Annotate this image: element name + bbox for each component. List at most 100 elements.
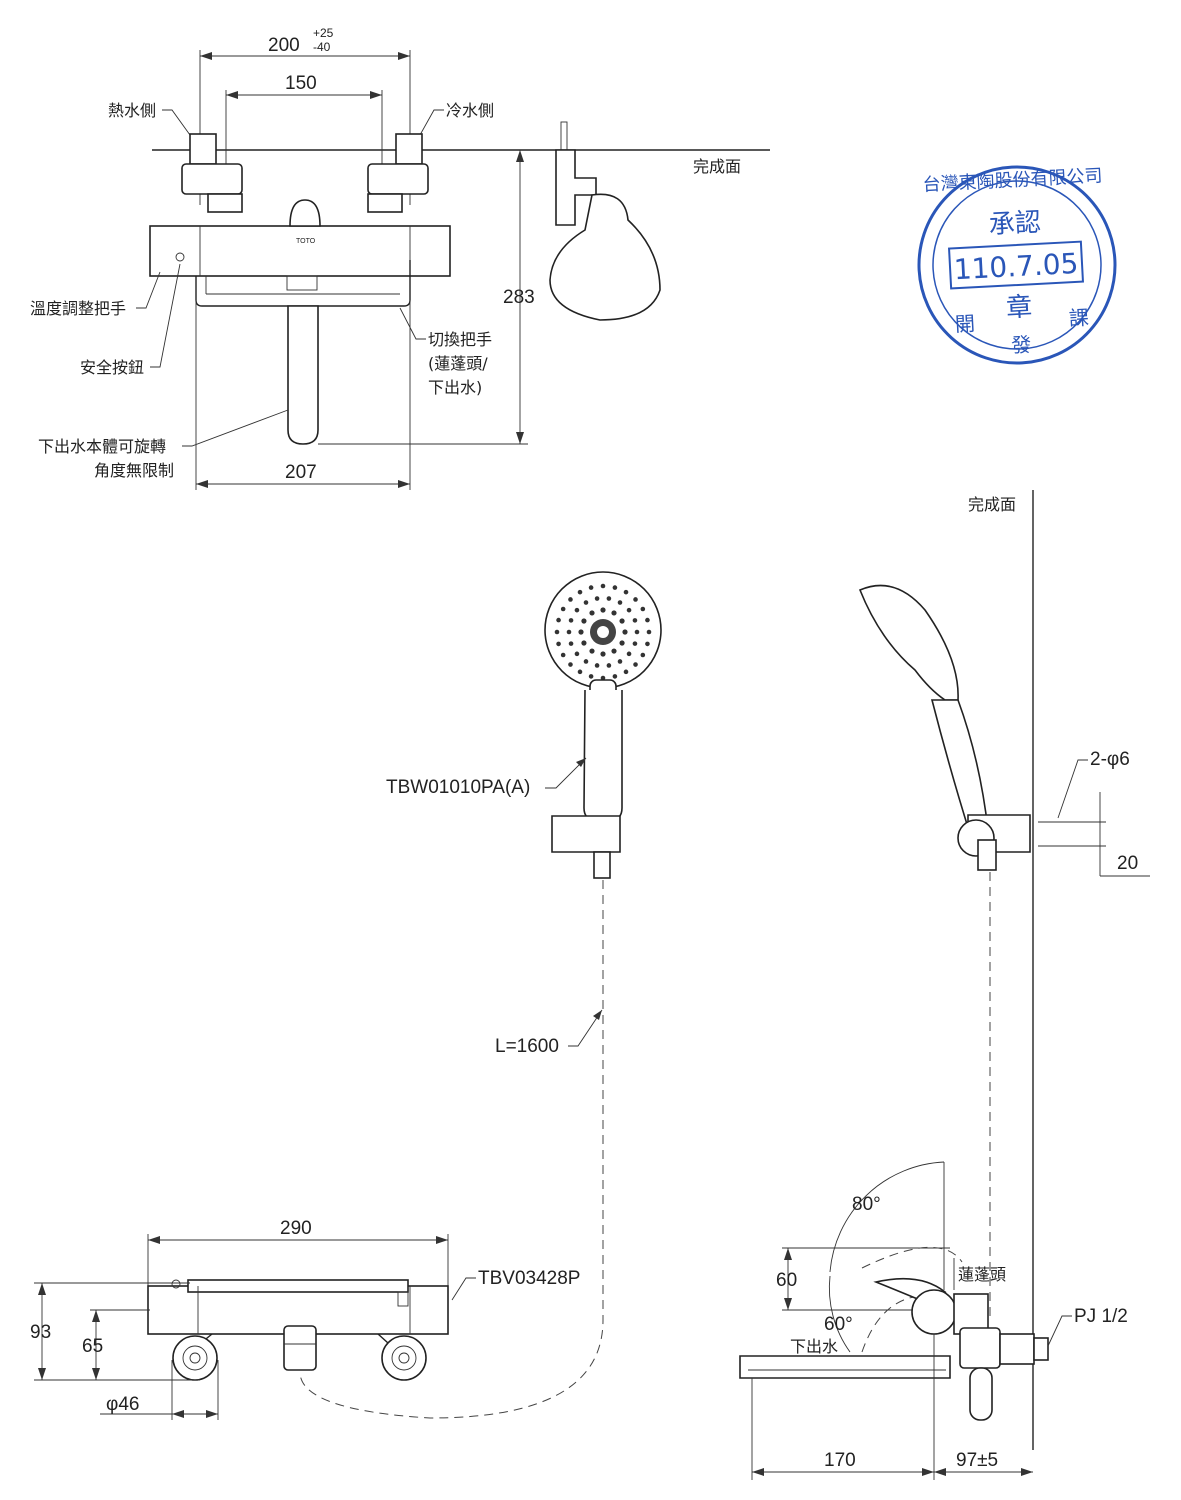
leader-line [1047, 1315, 1072, 1347]
hose-length: L=1600 [495, 1036, 559, 1057]
pipe-thread [1033, 1337, 1049, 1361]
nozzle-dot [568, 618, 574, 623]
shower-handle-side [930, 699, 989, 835]
nozzle-dot [556, 617, 561, 623]
nozzle-dot [645, 617, 650, 623]
nozzle-dot [600, 607, 606, 613]
nozzle-dot [560, 606, 566, 612]
dim-length: 290 [280, 1218, 312, 1239]
handshower-model: TBW01010PA(A) [386, 777, 530, 798]
nozzle-dot [583, 600, 589, 605]
safety-button-icon [175, 252, 185, 262]
dim-spout: 170 [824, 1450, 856, 1471]
nozzle-dot [622, 629, 628, 635]
lever-down-ghost [861, 1295, 921, 1353]
cold-connector [367, 193, 403, 213]
stamp-date-box [947, 240, 1085, 290]
angle-arc-60 [828, 1275, 851, 1353]
inlet-core [189, 1352, 201, 1364]
nozzle-dot [600, 583, 606, 589]
nozzle-dot [640, 606, 646, 612]
stamp-right: 課 [1068, 305, 1089, 330]
nozzle-dot [594, 596, 600, 601]
stamp-bottom: 發 [1011, 332, 1032, 357]
pipe-spec: PJ 1/2 [1074, 1306, 1128, 1327]
stamp-left: 開 [954, 311, 975, 336]
hose-connector [593, 851, 611, 879]
dim-height: 283 [503, 287, 535, 308]
nozzle-dot [612, 674, 618, 679]
nozzle-dot [623, 669, 629, 675]
nozzle-dot [589, 610, 595, 616]
dim-width: 207 [285, 462, 317, 483]
nozzle-dot [583, 659, 589, 664]
angle-arc-80 [829, 1161, 945, 1273]
nozzle-dot [577, 669, 583, 675]
cold-union-nut [367, 163, 429, 195]
temp-handle-label: 溫度調整把手 [30, 299, 126, 318]
dim-inner: 150 [285, 73, 317, 94]
leader-line [182, 409, 289, 447]
mixer-body [149, 225, 451, 277]
side-view-mixer: 80° 60° 60 蓮蓬頭 下出水 PJ 1/2 170 9 [739, 1161, 1128, 1480]
shower-center-hole [597, 626, 609, 638]
front-view: 290 TBV03428P 93 65 φ46 [30, 1218, 580, 1420]
inlet-core [398, 1352, 410, 1364]
inlet-ring [182, 1345, 208, 1371]
dim-arrows [172, 1410, 218, 1418]
hand-shower-small [549, 193, 661, 321]
nozzle-dot [568, 597, 573, 602]
top-knob [289, 199, 321, 227]
nozzle-dot [617, 659, 623, 664]
nozzle-dot [588, 585, 594, 590]
nozzle-dot [640, 652, 646, 658]
hot-connector [207, 193, 243, 213]
hot-inlet-front [172, 1335, 218, 1381]
lower-body [969, 1367, 993, 1421]
stamp-inner-ring [932, 180, 1102, 350]
nozzle-dot [554, 629, 560, 635]
nozzle-dot [574, 607, 580, 613]
hose [299, 880, 604, 1419]
nozzle-dot [594, 663, 600, 668]
hose-connector-side [977, 839, 997, 871]
nozzle-dot [626, 651, 632, 657]
brand-mark: TOTO [296, 238, 316, 245]
nozzle-dot [600, 675, 606, 681]
approval-stamp: 台灣東陶股份有限公司 承認 110.7.05 章 開 發 課 [917, 165, 1117, 365]
nozzle-dot [577, 589, 583, 595]
nozzle-dot [617, 600, 623, 605]
safety-button-icon [171, 1279, 181, 1289]
stamp-company: 台灣東陶股份有限公司 [922, 165, 1103, 195]
nozzle-dot [581, 618, 587, 624]
nozzle-dot [645, 641, 650, 647]
nozzle-dot [566, 629, 572, 635]
front-model: TBV03428P [478, 1268, 580, 1289]
spout-side [739, 1355, 951, 1379]
indicator [397, 1291, 409, 1307]
dim-spacing-tol-minus: -40 [313, 40, 331, 54]
lever-hub [911, 1289, 957, 1335]
screw-spec: 2-φ6 [1090, 749, 1130, 770]
spout [287, 305, 319, 445]
bracket-screw [560, 121, 568, 153]
safety-button-label: 安全按鈕 [80, 358, 144, 377]
nozzle-dot [623, 589, 629, 595]
nozzle-dot [606, 596, 612, 601]
nozzle-dot [611, 610, 617, 616]
angle-down: 60° [824, 1314, 853, 1335]
handle-center [286, 275, 318, 291]
side-view-wall: 完成面 2-φ6 20 [858, 490, 1150, 1450]
switch-handle-label-3: 下出水) [428, 378, 482, 397]
inlet-ring [391, 1345, 417, 1371]
angle-up: 80° [852, 1194, 881, 1215]
nozzle-dot [578, 629, 584, 635]
stamp-seal: 章 [1005, 292, 1033, 323]
stamp-outer-ring [917, 165, 1117, 365]
dim-arrows [38, 1283, 46, 1380]
spout-rotate-label-1: 下出水本體可旋轉 [38, 437, 166, 456]
nozzle-dot [568, 662, 573, 667]
stamp-approval: 承認 [988, 208, 1042, 241]
nozzle-dot [612, 585, 618, 590]
switch-handle-label-2: (蓮蓬頭/ [428, 354, 488, 373]
